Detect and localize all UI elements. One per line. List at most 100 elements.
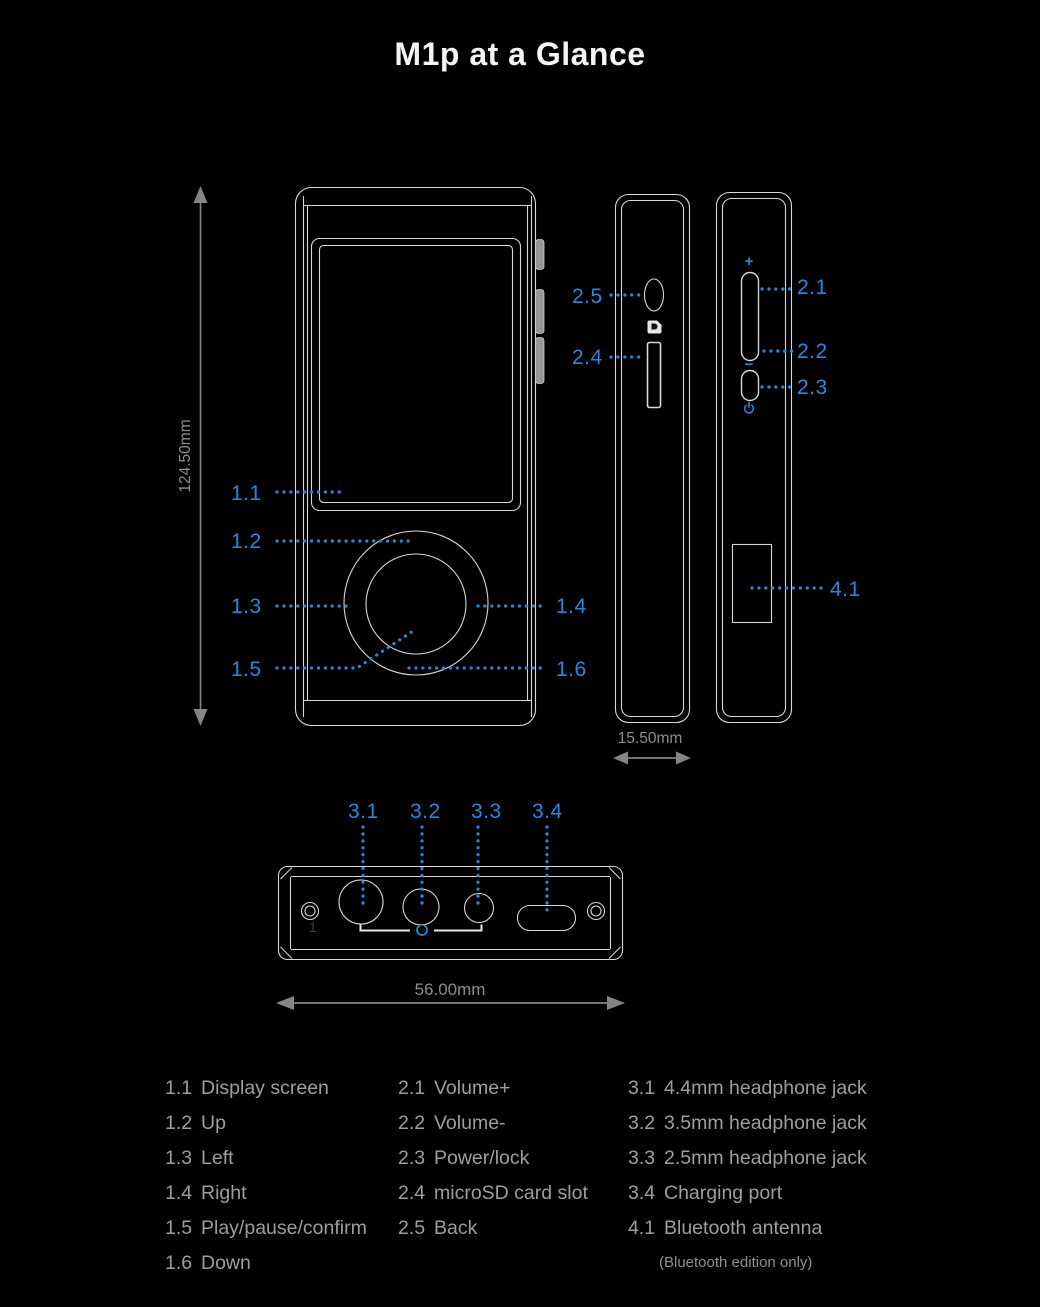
legend-note: (Bluetooth edition only) <box>659 1254 813 1271</box>
legend-num: 2.5 <box>398 1217 426 1239</box>
callout-bluetooth-antenna: 4.1 <box>830 578 861 601</box>
legend-label: Play/pause/confirm <box>201 1217 367 1239</box>
legend-item: 1.4 Right <box>165 1182 397 1217</box>
legend-num: 1.1 <box>165 1077 193 1099</box>
legend-label: 3.5mm headphone jack <box>664 1112 867 1134</box>
legend-label: Charging port <box>664 1182 783 1204</box>
legend-item: 2.3 Power/lock <box>398 1147 628 1182</box>
legend-num: 2.1 <box>398 1077 426 1099</box>
callout-jack-3-5mm: 3.2 <box>410 800 441 823</box>
screw-hole-right <box>586 901 606 921</box>
legend-label: Display screen <box>201 1077 329 1099</box>
legend-column-1: 1.1 Display screen 1.2 Up 1.3 Left 1.4 Right… <box>165 1077 397 1287</box>
legend-label: Left <box>201 1147 234 1169</box>
legend-num: 3.1 <box>628 1077 656 1099</box>
legend-item: 1.1 Display screen <box>165 1077 397 1112</box>
front-view-drawing <box>294 186 545 727</box>
legend-label: Back <box>434 1217 478 1239</box>
microsd-slot-outline <box>646 341 662 409</box>
legend-item: 2.2 Volume- <box>398 1112 628 1147</box>
control-wheel-outline <box>343 530 489 676</box>
balanced-output-bracket <box>359 924 483 932</box>
legend-num: 1.5 <box>165 1217 193 1239</box>
legend-item: 1.6 Down <box>165 1252 397 1287</box>
bottom-view-drawing <box>277 865 624 961</box>
legend-num: 3.2 <box>628 1112 656 1134</box>
bluetooth-antenna-outline <box>731 543 773 624</box>
page-title: M1p at a Glance <box>394 36 646 72</box>
legend-item: 3.2 3.5mm headphone jack <box>628 1112 938 1147</box>
legend-item: 1.5 Play/pause/confirm <box>165 1217 397 1252</box>
jack-2-5mm-outline <box>463 892 495 924</box>
legend-item: 1.2 Up <box>165 1112 397 1147</box>
power-button-outline <box>740 369 760 402</box>
callout-back: 2.5 <box>572 285 603 308</box>
legend-item: 1.3 Left <box>165 1147 397 1182</box>
callout-microsd-slot: 2.4 <box>572 346 603 369</box>
legend-item: 4.1 Bluetooth antenna <box>628 1217 938 1252</box>
callout-up: 1.2 <box>231 530 262 553</box>
legend-label: 2.5mm headphone jack <box>664 1147 867 1169</box>
legend-item: 3.3 2.5mm headphone jack <box>628 1147 938 1182</box>
volume-minus-glyph: − <box>744 356 754 373</box>
legend-num: 2.3 <box>398 1147 426 1169</box>
jack-3-5mm-outline <box>402 888 440 926</box>
callout-play-pause: 1.5 <box>231 658 262 681</box>
callout-display-screen: 1.1 <box>231 482 262 505</box>
legend-num: 2.4 <box>398 1182 426 1204</box>
legend-label: microSD card slot <box>434 1182 588 1204</box>
callout-charging-port: 3.4 <box>532 800 563 823</box>
right-side-view-drawing <box>715 191 793 724</box>
bottom-plate-mark: 1 <box>309 919 317 935</box>
side-buttons-front <box>535 239 545 384</box>
legend-label: Power/lock <box>434 1147 530 1169</box>
callout-down: 1.6 <box>556 658 587 681</box>
legend-num: 3.3 <box>628 1147 656 1169</box>
height-dimension-label: 124.50mm <box>177 419 194 493</box>
legend-column-3: 3.1 4.4mm headphone jack 3.2 3.5mm headpho… <box>628 1077 938 1287</box>
callout-right: 1.4 <box>556 595 587 618</box>
charging-port-outline <box>516 904 577 932</box>
volume-plus-glyph: + <box>744 253 754 270</box>
width-dimension-label: 56.00mm <box>414 980 486 999</box>
legend-num: 4.1 <box>628 1217 656 1239</box>
height-dimension-arrow <box>193 186 208 726</box>
depth-dimension-label: 15.50mm <box>617 730 683 747</box>
legend-num: 1.6 <box>165 1252 193 1274</box>
volume-rocker-outline <box>740 271 760 362</box>
legend-label: 4.4mm headphone jack <box>664 1077 867 1099</box>
display-screen-outline <box>310 237 522 512</box>
callout-power-lock: 2.3 <box>797 376 828 399</box>
leader-1-5 <box>275 627 418 670</box>
jack-4-4mm-outline <box>338 879 384 925</box>
legend-label: Up <box>201 1112 226 1134</box>
legend-num: 3.4 <box>628 1182 656 1204</box>
legend-num: 1.4 <box>165 1182 193 1204</box>
legend-label: Down <box>201 1252 251 1274</box>
screw-hole-left <box>300 901 320 921</box>
callout-volume-minus: 2.2 <box>797 340 828 363</box>
callout-left: 1.3 <box>231 595 262 618</box>
microsd-logo-icon <box>647 320 662 334</box>
left-side-view-drawing <box>614 193 691 724</box>
legend-num: 1.3 <box>165 1147 193 1169</box>
legend-item: 3.4 Charging port <box>628 1182 938 1217</box>
callout-jack-4-4mm: 3.1 <box>348 800 379 823</box>
width-dimension-arrow <box>276 996 625 1010</box>
legend-num: 2.2 <box>398 1112 426 1134</box>
legend-item: 2.4 microSD card slot <box>398 1182 628 1217</box>
depth-dimension-arrow <box>613 751 691 765</box>
legend-label: Volume- <box>434 1112 506 1134</box>
legend-label: Bluetooth antenna <box>664 1217 823 1239</box>
legend-label: Right <box>201 1182 247 1204</box>
bracket-center-icon <box>416 925 428 936</box>
callout-volume-plus: 2.1 <box>797 276 828 299</box>
back-button-outline <box>643 278 665 312</box>
legend-num: 1.2 <box>165 1112 193 1134</box>
legend-item: 3.1 4.4mm headphone jack <box>628 1077 938 1112</box>
power-icon <box>743 401 755 414</box>
callout-leader-lines <box>275 287 828 918</box>
